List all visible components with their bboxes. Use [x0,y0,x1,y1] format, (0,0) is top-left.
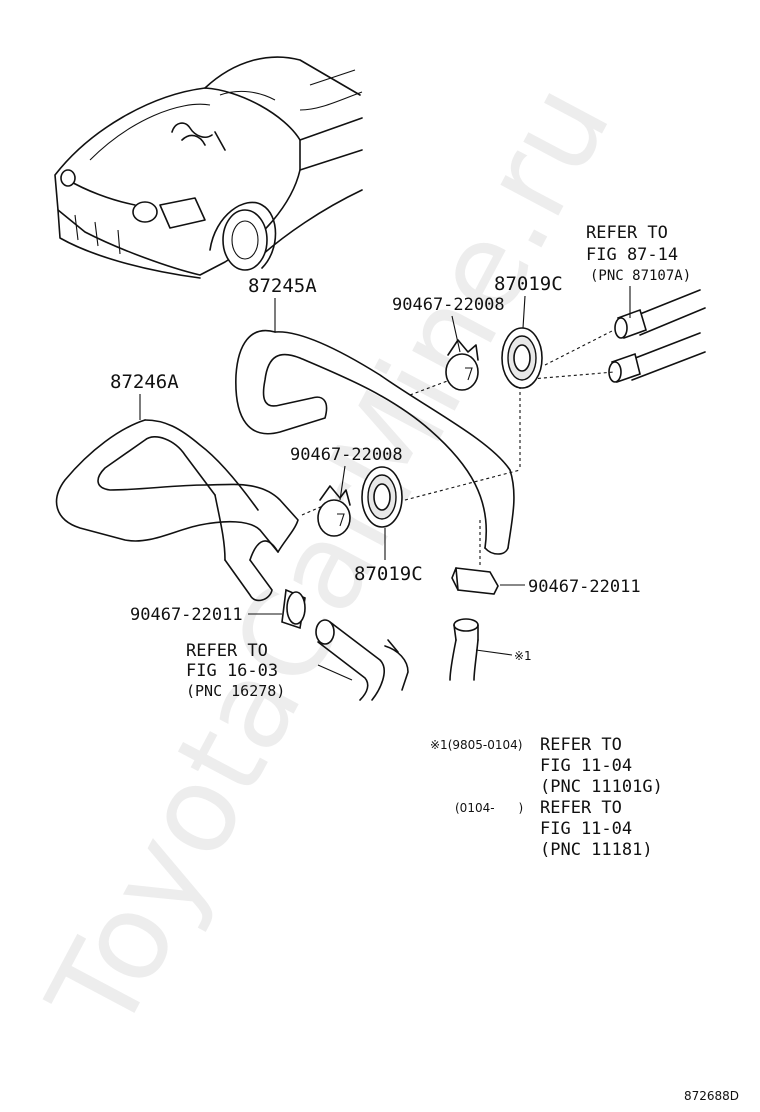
label-87246a: 87246A [110,371,179,393]
ref-87-14-line2: FIG 87-14 [586,245,678,265]
note1-line1: REFER TO [540,735,622,755]
note1-line2: FIG 11-04 [540,756,632,776]
label-90467-22008-mid: 90467-22008 [290,445,403,465]
pipe-star1 [449,618,513,681]
car-illustration [54,56,363,279]
ref-87-14-line3: (PNC 87107A) [590,268,691,284]
figure-code: 872688D [684,1089,739,1103]
label-87245a: 87245A [248,275,317,297]
label-87019c-mid: 87019C [354,563,423,585]
note1-code: ※1(9805-0104) [430,738,522,752]
ref-16-03-line2: FIG 16-03 [186,661,278,681]
grommet-top [501,327,543,389]
dashed-guide-lines [301,329,615,565]
label-87019c-top: 87019C [494,273,563,295]
pipe-pair-top-right [608,289,706,384]
note2-code: (0104- ) [455,801,523,815]
note2-line1: REFER TO [540,798,622,818]
hose-87245a [235,329,515,555]
star1-marker: ※1 [514,649,532,663]
grommet-mid [361,466,403,528]
ref-16-03-line1: REFER TO [186,641,268,661]
pipe-fig-16-03 [315,619,409,701]
clamp-left [248,588,306,630]
hose-87246a [55,419,299,602]
label-90467-22011-right: 90467-22011 [528,577,641,597]
clamp-top [445,339,479,391]
clamp-right [451,567,525,595]
ref-16-03-line3: (PNC 16278) [186,682,285,700]
label-90467-22011-left: 90467-22011 [130,605,243,625]
ref-87-14-line1: REFER TO [586,223,668,243]
watermark: ToyotaCarMine.ru [22,63,637,1055]
label-90467-22008-top: 90467-22008 [392,295,505,315]
note2-line2: FIG 11-04 [540,819,632,839]
note1-line3: (PNC 11101G) [540,777,663,797]
note2-line3: (PNC 11181) [540,840,653,860]
